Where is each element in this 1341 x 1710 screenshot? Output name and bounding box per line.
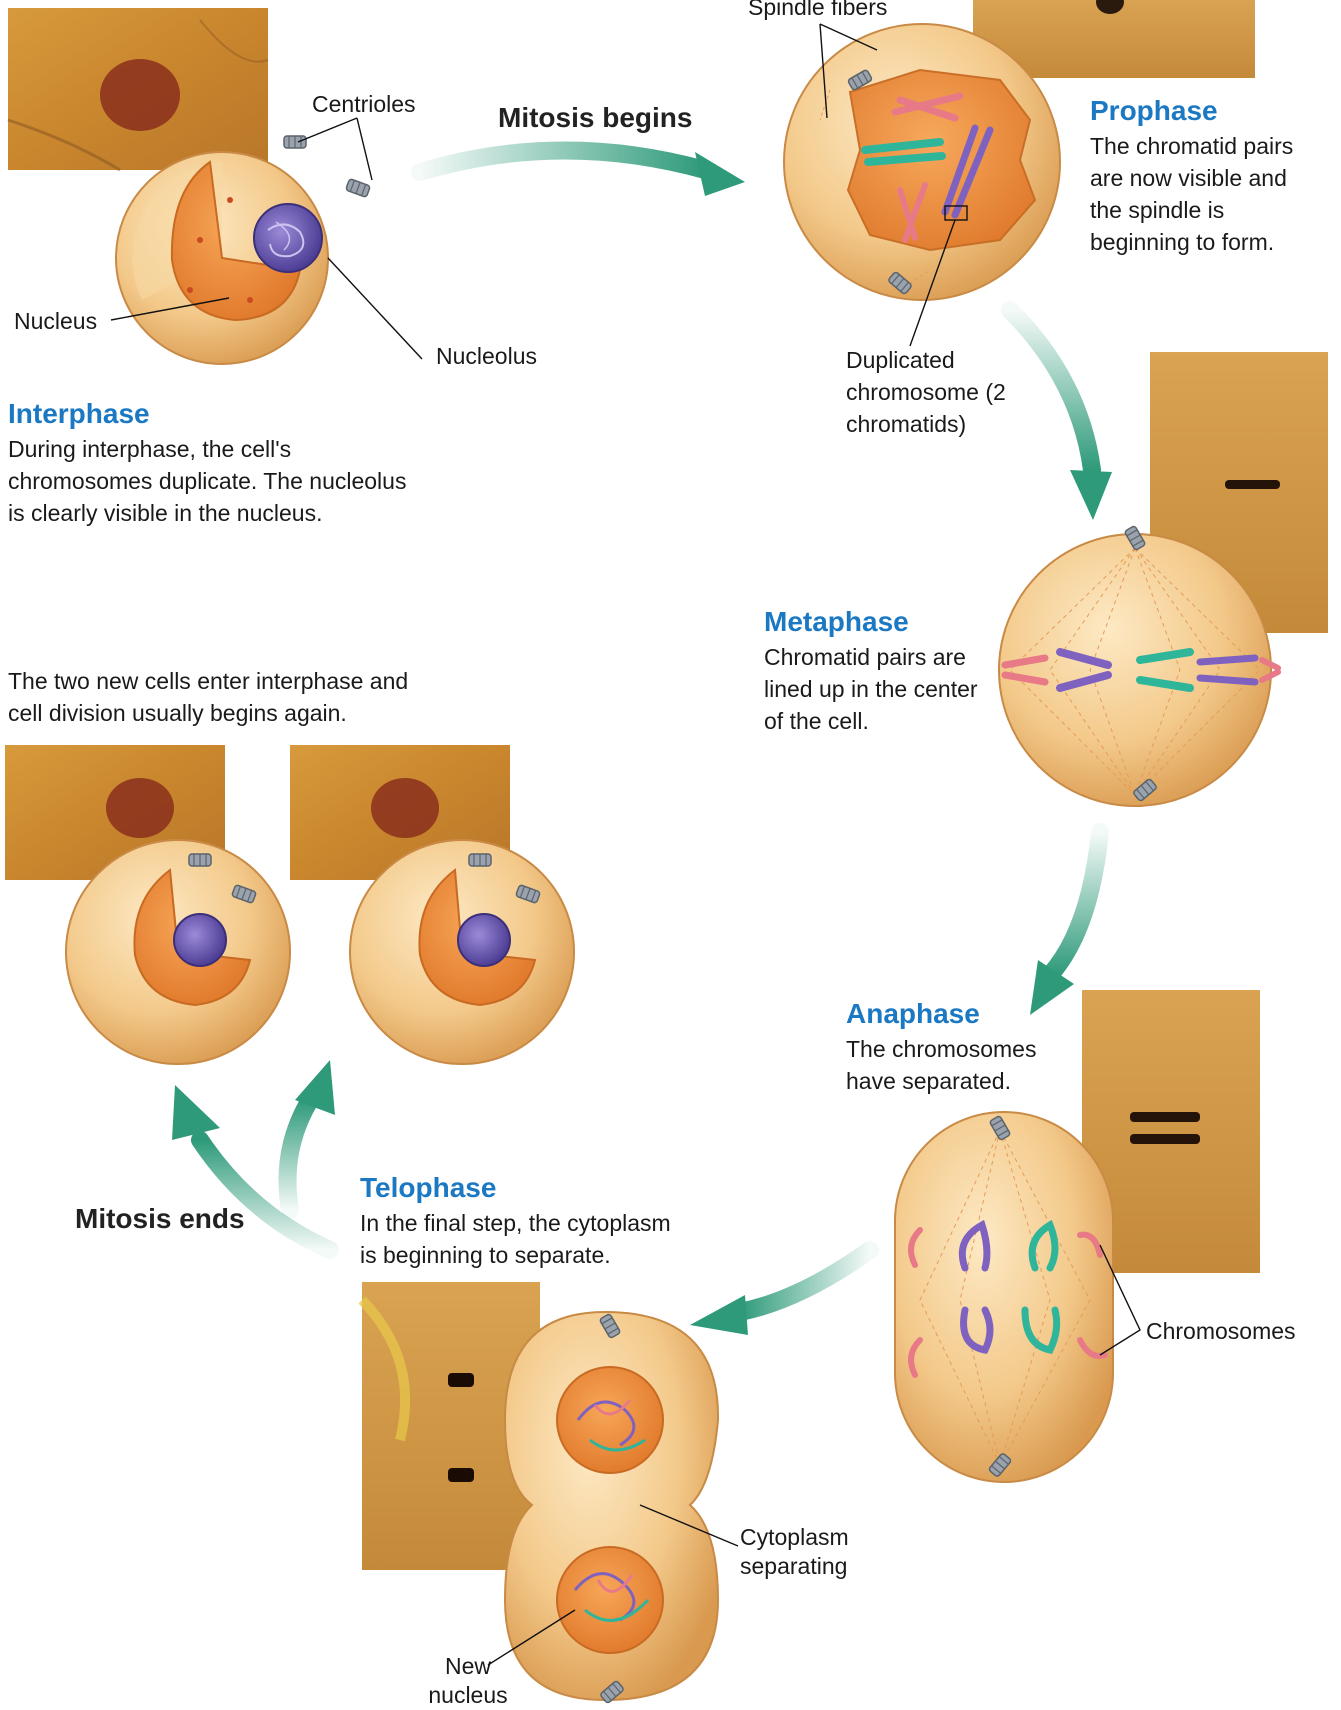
centriole-icon	[469, 854, 491, 866]
label-new-nucleus: New nucleus	[428, 1652, 508, 1710]
new-cell-left	[66, 840, 290, 1064]
anaphase-cell	[895, 1112, 1113, 1482]
new-cells-text: The two new cells enter interphase and c…	[8, 665, 418, 729]
label-nucleus: Nucleus	[14, 307, 97, 336]
label-cytoplasm-separating: Cytoplasm separating	[740, 1523, 860, 1581]
centriole-icon	[189, 854, 211, 866]
label-nucleolus: Nucleolus	[436, 342, 537, 371]
mitosis-ends-label: Mitosis ends	[75, 1203, 245, 1235]
anaphase-text: The chromosomes have separated.	[846, 1033, 1046, 1097]
centriole-icon	[346, 179, 371, 198]
label-spindle-fibers: Spindle fibers	[748, 0, 887, 22]
prophase-cell	[784, 24, 1060, 300]
mitosis-begins-label: Mitosis begins	[498, 102, 692, 134]
interphase-text: During interphase, the cell's chromosome…	[8, 433, 428, 529]
metaphase-text: Chromatid pairs are lined up in the cent…	[764, 641, 984, 737]
metaphase-to-anaphase-arrow	[1030, 832, 1100, 1015]
telophase-text: In the final step, the cytoplasm is begi…	[360, 1207, 675, 1271]
prophase-text: The chromatid pairs are now visible and …	[1090, 130, 1325, 258]
label-chromosomes: Chromosomes	[1146, 1317, 1296, 1346]
centriole-icon	[284, 136, 306, 148]
label-duplicated-chromosome: Duplicated chromosome (2 chromatids)	[846, 344, 1016, 440]
prophase-heading: Prophase	[1090, 95, 1218, 127]
label-centrioles: Centrioles	[312, 90, 416, 119]
interphase-photo	[8, 8, 268, 170]
prophase-to-metaphase-arrow	[1010, 310, 1112, 520]
telophase-heading: Telophase	[360, 1172, 496, 1204]
telophase-cell	[505, 1312, 718, 1700]
anaphase-to-telophase-arrow	[690, 1250, 870, 1335]
mitosis-begins-arrow	[420, 150, 745, 196]
interphase-cell	[116, 152, 328, 364]
metaphase-heading: Metaphase	[764, 606, 909, 638]
anaphase-heading: Anaphase	[846, 998, 980, 1030]
new-cell-right	[350, 840, 574, 1064]
interphase-heading: Interphase	[8, 398, 150, 430]
